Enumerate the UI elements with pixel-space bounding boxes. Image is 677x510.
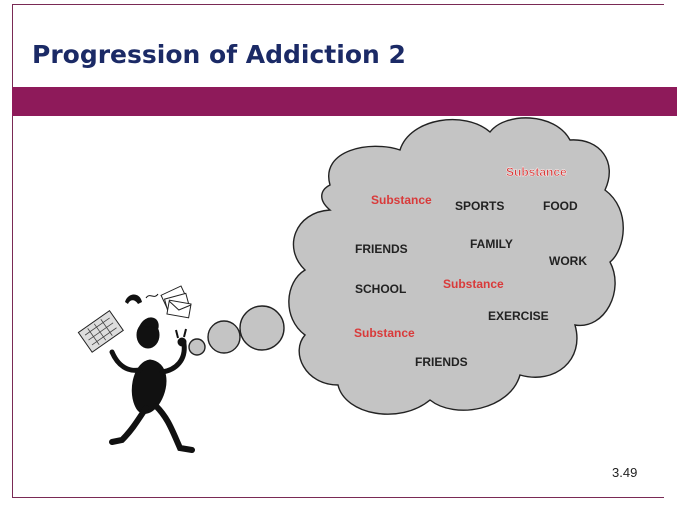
cloud-word-sports: SPORTS xyxy=(455,199,504,213)
cloud-word-work: WORK xyxy=(549,254,587,268)
thought-bubble-medium xyxy=(207,320,241,354)
thought-bubble-large xyxy=(239,305,285,351)
slide-number: 3.49 xyxy=(612,465,638,480)
envelopes-icon xyxy=(160,285,192,319)
cloud-word-family: FAMILY xyxy=(470,237,513,251)
cloud-word-substance: Substance xyxy=(354,326,415,340)
thought-bubbles xyxy=(188,305,285,356)
telephone-icon xyxy=(125,293,159,304)
title-band xyxy=(12,87,677,116)
keyboard-icon xyxy=(77,310,124,353)
juggling-figure-icon xyxy=(109,317,195,453)
thought-cloud xyxy=(288,117,624,415)
slide-title: Progression of Addiction 2 xyxy=(32,40,406,69)
cloud-word-substance: Substance xyxy=(506,165,567,179)
cloud-word-friends: FRIENDS xyxy=(415,355,468,369)
cloud-word-exercise: EXERCISE xyxy=(488,309,549,323)
cloud-word-friends: FRIENDS xyxy=(355,242,408,256)
cloud-word-substance: Substance xyxy=(443,277,504,291)
cloud-word-substance: Substance xyxy=(371,193,432,207)
thought-bubble-small xyxy=(188,338,206,356)
cloud-word-school: SCHOOL xyxy=(355,282,406,296)
cloud-word-food: FOOD xyxy=(543,199,578,213)
